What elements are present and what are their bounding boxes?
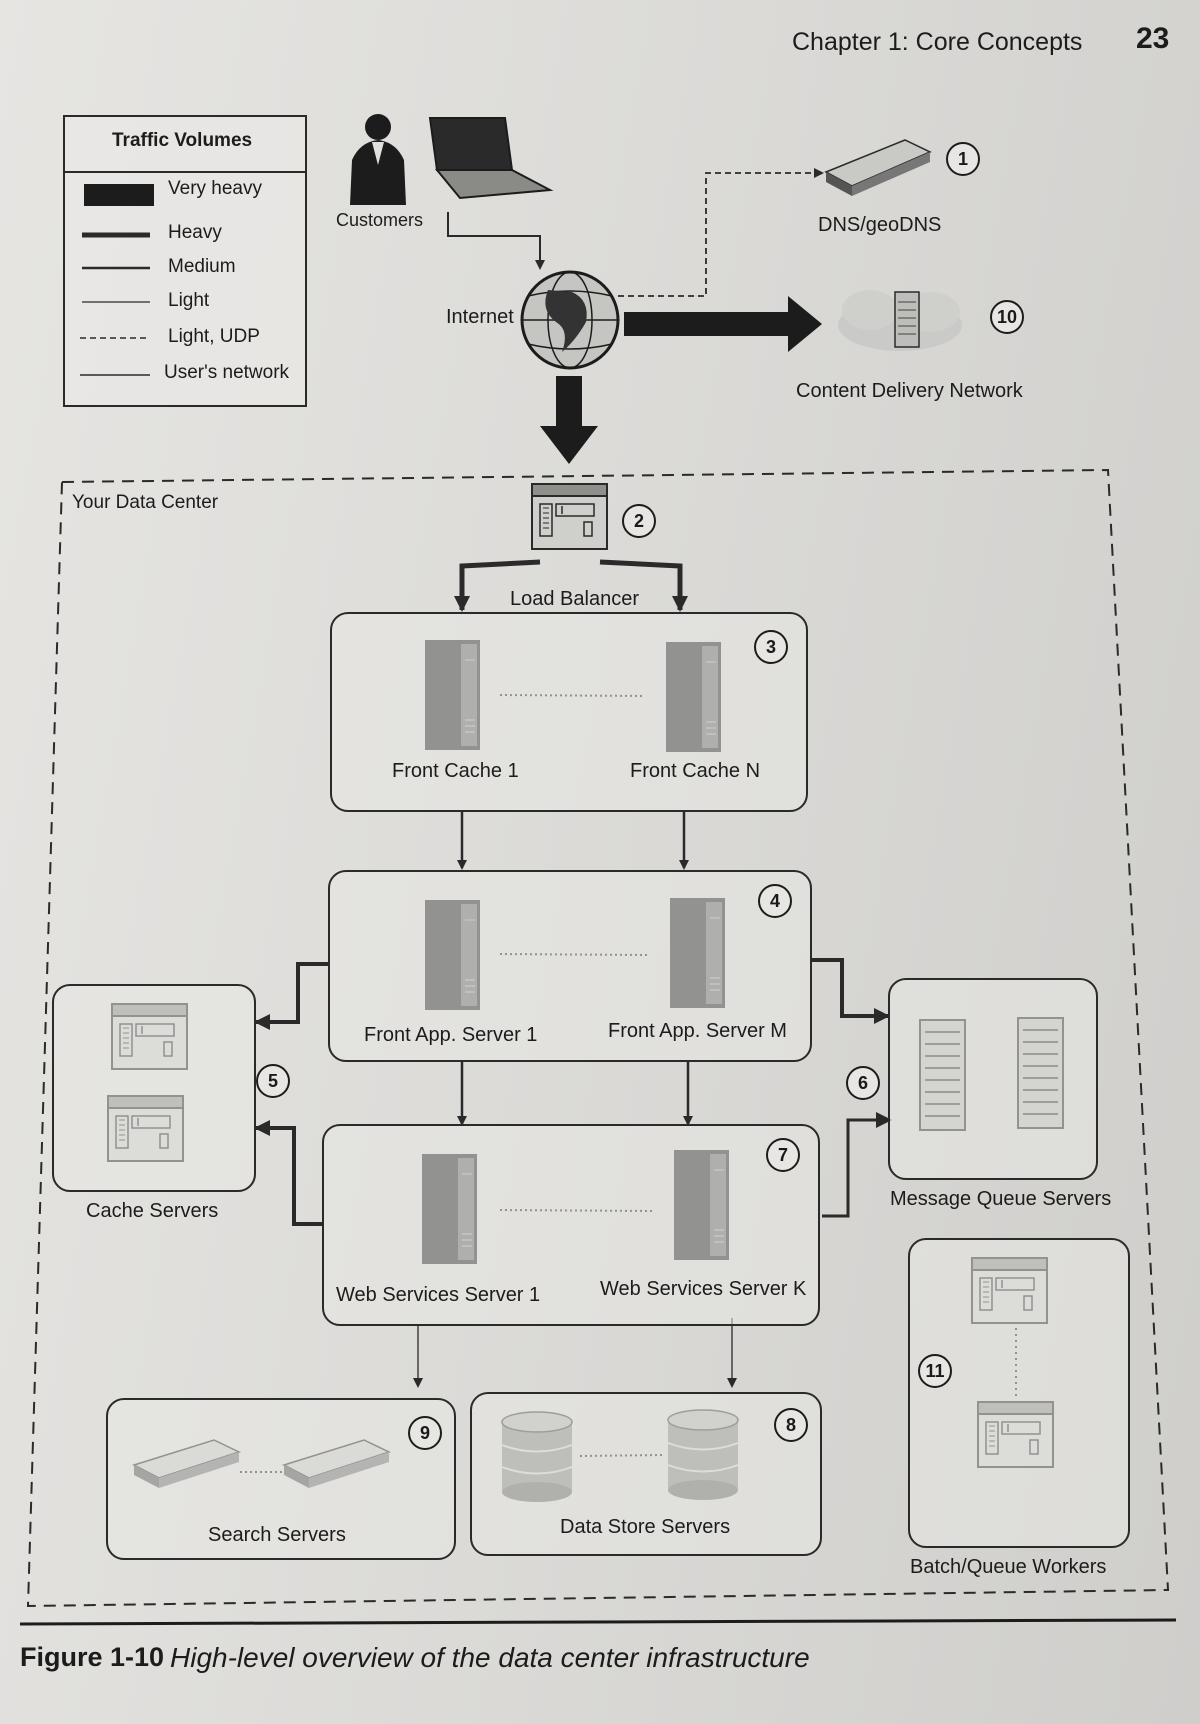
search-servers-group [106, 1398, 456, 1560]
legend-item-medium: Medium [168, 256, 236, 277]
front-cache-group [330, 612, 808, 812]
dns-label: DNS/geoDNS [818, 214, 942, 236]
cache-servers-group [52, 984, 256, 1192]
cdn-server-icon [838, 290, 962, 351]
globe-icon [520, 270, 620, 370]
front-app-server-1-label: Front App. Server 1 [364, 1024, 538, 1046]
web-services-server-k-label: Web Services Server K [600, 1278, 807, 1300]
front-cache-n-label: Front Cache N [630, 760, 761, 782]
marker-3: 3 [754, 630, 788, 664]
marker-5: 5 [256, 1064, 290, 1098]
legend-item-users-network: User's network [164, 362, 290, 383]
legend: Traffic Volumes Very heavy Heavy Medium … [64, 116, 306, 406]
internet-label: Internet [446, 306, 514, 328]
legend-item-heavy: Heavy [168, 222, 222, 243]
data-center-label: Your Data Center [72, 492, 219, 513]
marker-9: 9 [408, 1416, 442, 1450]
laptop-icon [428, 117, 554, 200]
legend-item-light: Light [168, 290, 210, 311]
marker-2: 2 [622, 504, 656, 538]
batch-workers-label: Batch/Queue Workers [910, 1556, 1107, 1578]
dns-server-icon [824, 139, 932, 196]
web-services-group [322, 1124, 820, 1326]
customers-label: Customers [336, 210, 424, 230]
marker-11: 11 [918, 1354, 952, 1388]
marker-8: 8 [774, 1408, 808, 1442]
marker-1: 1 [946, 142, 980, 176]
marker-6: 6 [846, 1066, 880, 1100]
legend-box [63, 115, 307, 407]
marker-4: 4 [758, 884, 792, 918]
front-cache-1-label: Front Cache 1 [392, 760, 519, 782]
message-queue-label: Message Queue Servers [890, 1188, 1112, 1210]
cdn-label: Content Delivery Network [796, 380, 1023, 402]
figure-label: Figure 1-10 [20, 1642, 165, 1672]
front-app-server-m-label: Front App. Server M [608, 1020, 787, 1042]
marker-7: 7 [766, 1138, 800, 1172]
data-store-label: Data Store Servers [560, 1516, 731, 1538]
page-number: 23 [1136, 22, 1170, 55]
chapter-title: Chapter 1: Core Concepts [792, 28, 1083, 56]
load-balancer-label: Load Balancer [510, 588, 639, 610]
search-servers-label: Search Servers [208, 1524, 346, 1546]
web-services-server-1-label: Web Services Server 1 [336, 1284, 541, 1306]
load-balancer-icon [531, 483, 608, 550]
legend-title: Traffic Volumes [112, 130, 253, 151]
cache-servers-label: Cache Servers [86, 1200, 219, 1222]
marker-10: 10 [990, 300, 1024, 334]
customer-person-icon [350, 114, 406, 205]
figure-caption: High-level overview of the data center i… [170, 1642, 810, 1673]
batch-workers-group [908, 1238, 1130, 1548]
legend-item-light-udp: Light, UDP [168, 326, 260, 347]
data-store-group [470, 1392, 822, 1556]
message-queue-group [888, 978, 1098, 1180]
front-app-group [328, 870, 812, 1062]
data-center-boundary [26, 468, 1170, 1608]
legend-item-very-heavy: Very heavy [168, 178, 262, 199]
